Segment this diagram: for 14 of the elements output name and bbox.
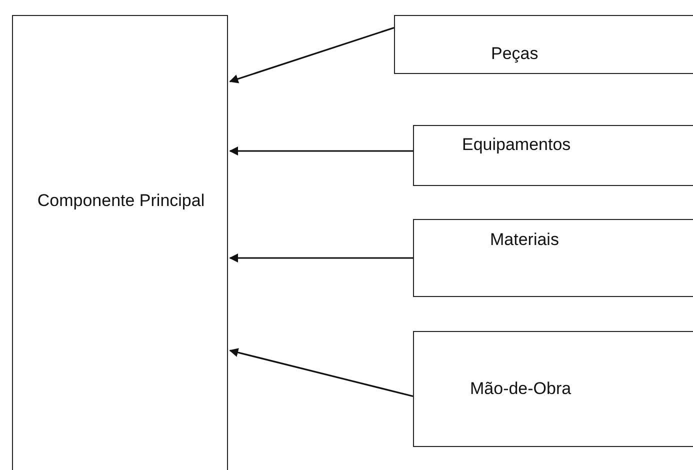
- box-label: Materiais: [490, 230, 559, 250]
- process-box: [413, 125, 693, 186]
- process-box: [394, 15, 693, 74]
- arrow: [229, 348, 414, 398]
- process-box: [413, 219, 693, 297]
- arrow: [229, 27, 394, 84]
- box-label: Equipamentos: [462, 135, 571, 155]
- arrow: [229, 254, 413, 262]
- arrow: [229, 146, 413, 156]
- box-label: Mão-de-Obra: [470, 379, 572, 399]
- process-box: [12, 15, 228, 470]
- box-label: Componente Principal: [36, 190, 206, 212]
- box-label: Peças: [491, 44, 538, 64]
- process-box: [413, 331, 693, 447]
